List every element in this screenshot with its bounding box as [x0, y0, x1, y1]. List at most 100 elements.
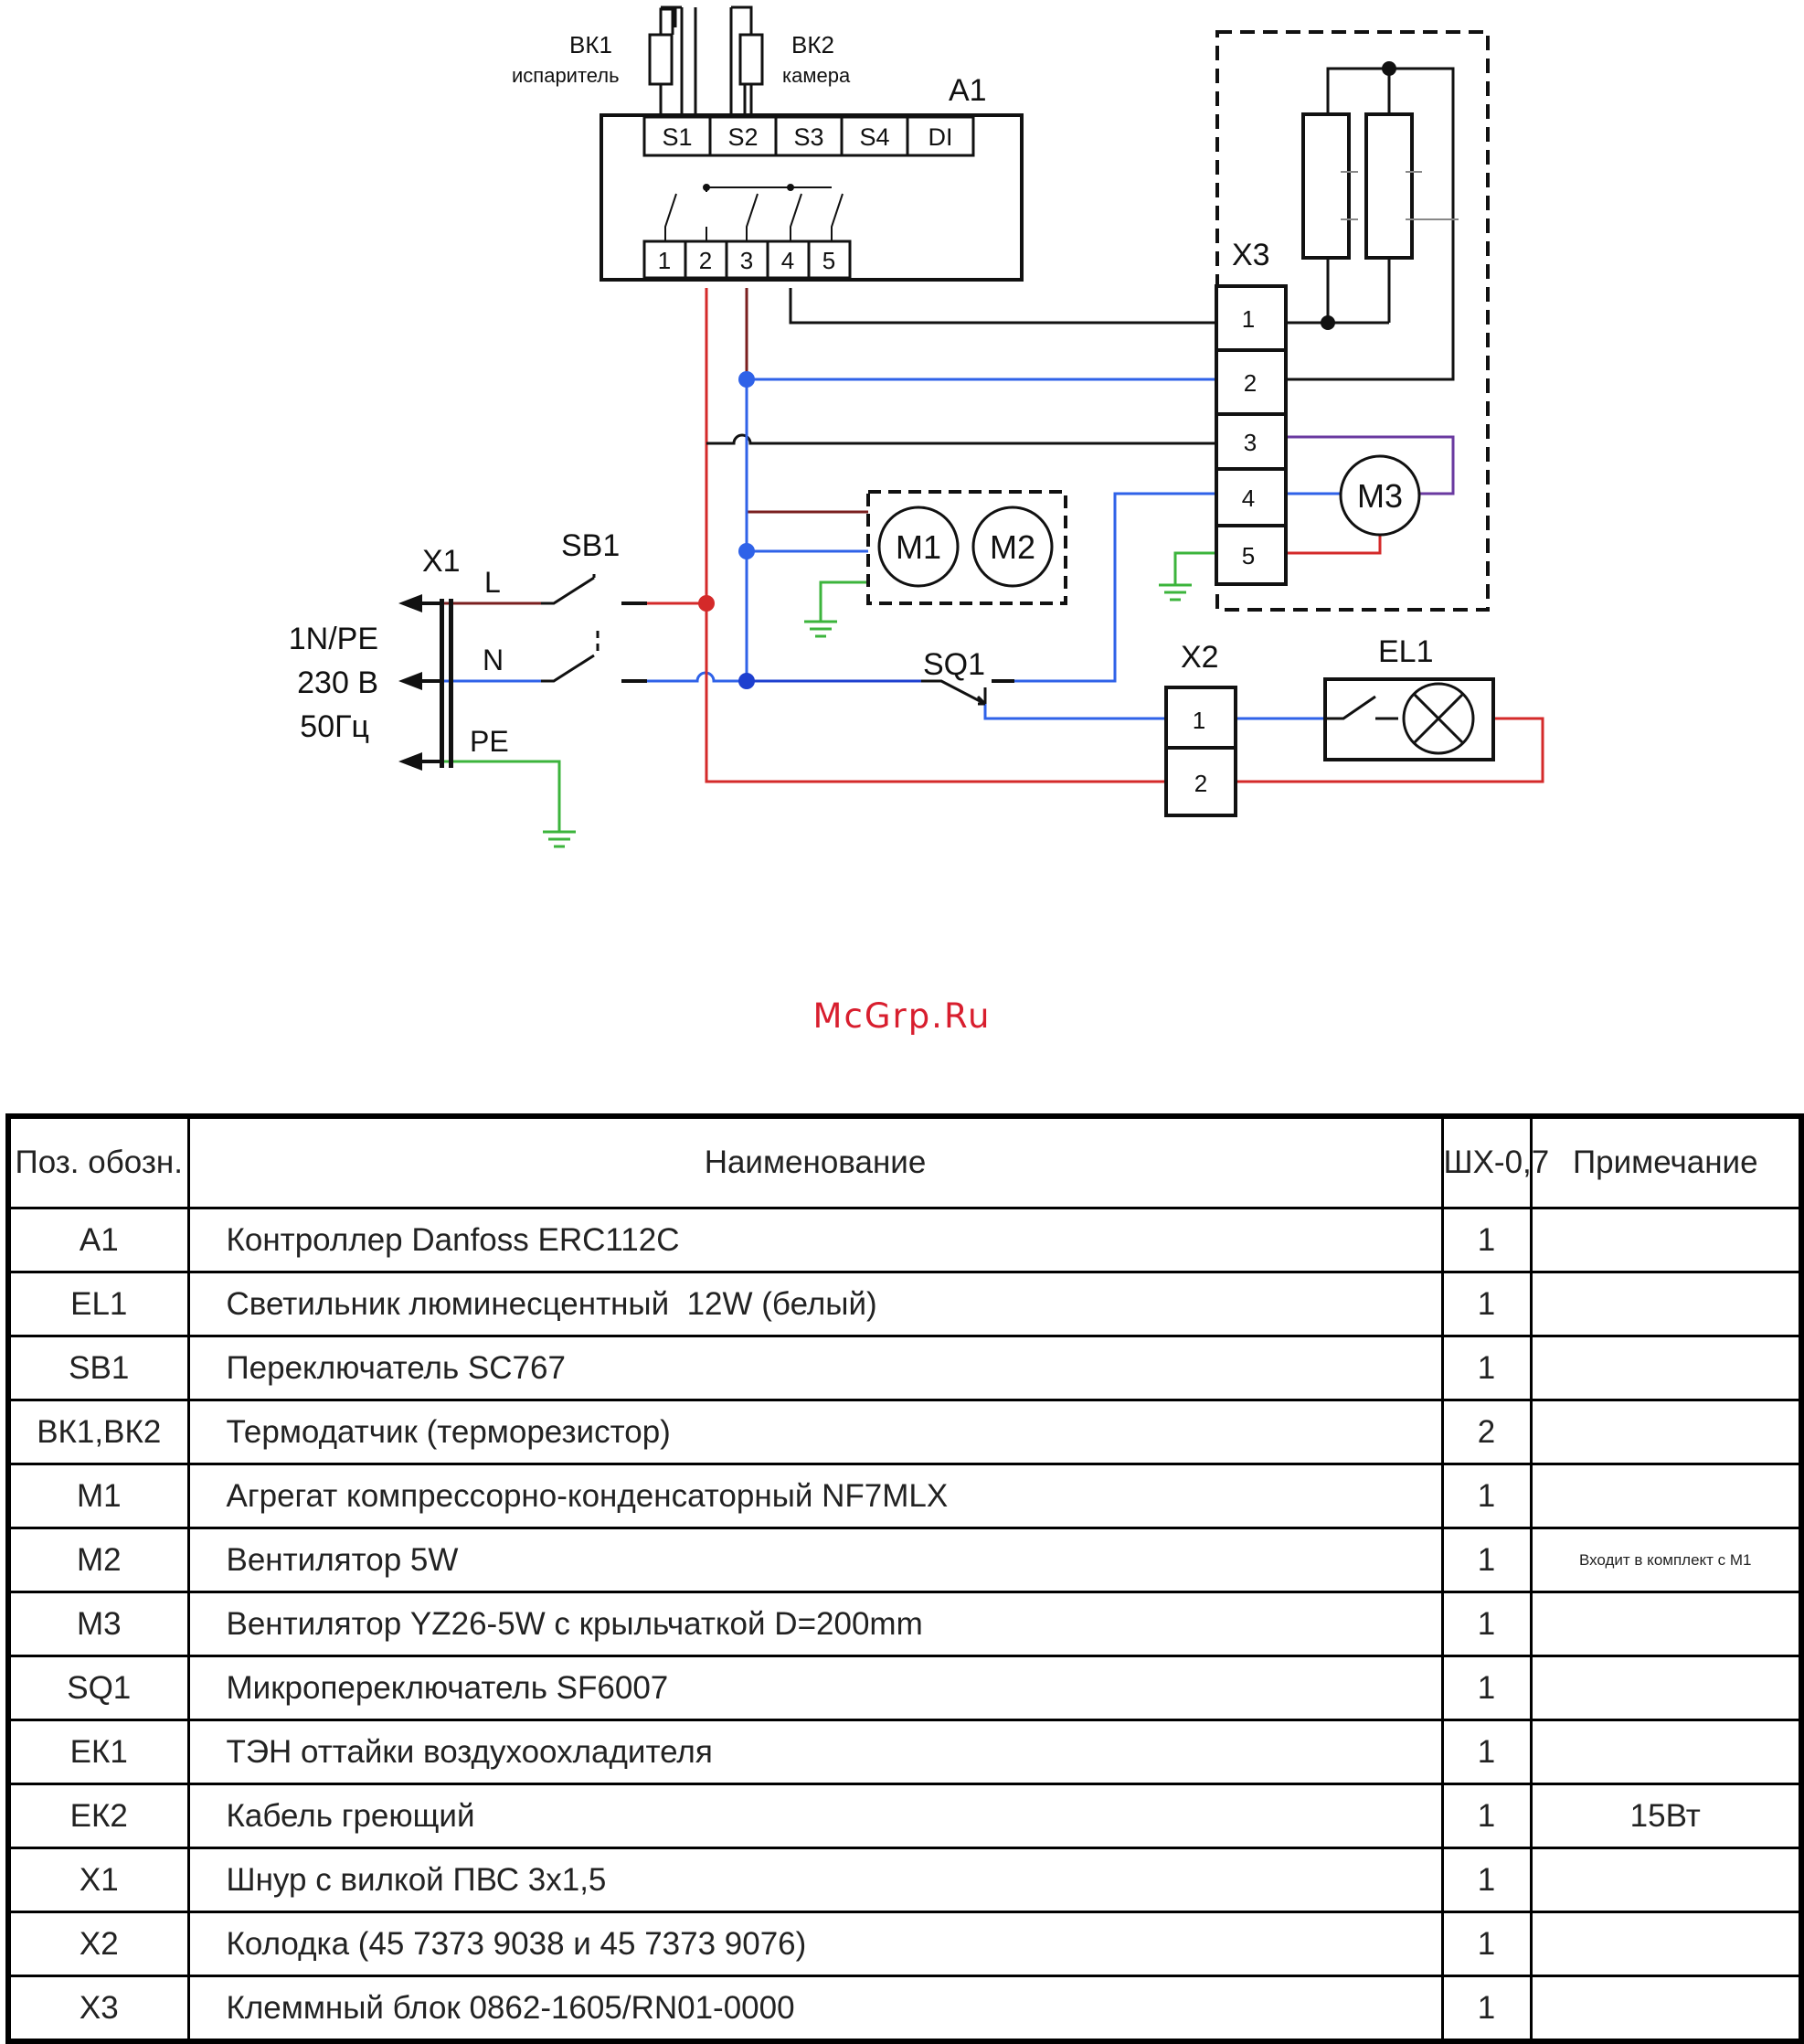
wire-a1-2-x3-3	[706, 433, 1216, 445]
x3-terminal-2: 2	[1244, 369, 1257, 397]
x3-terminal-5: 5	[1242, 542, 1255, 570]
cell-qty: 1	[1440, 1527, 1533, 1593]
cell-name: ТЭН оттайки воздухоохладителя	[186, 1719, 1444, 1785]
cell-name: Кабель греющий	[186, 1783, 1444, 1849]
header-position: Поз. обозн.	[6, 1114, 190, 1209]
label-pe: PE	[470, 725, 509, 758]
watermark: McGrp.Ru	[812, 996, 992, 1036]
cell-pos: ЕК2	[6, 1783, 190, 1849]
wire-sq1-x2-1	[983, 704, 1166, 720]
cell-pos: X1	[6, 1847, 190, 1913]
heater-marks	[1341, 171, 1459, 220]
heater-elements	[1301, 112, 1414, 260]
cell-pos: ЕК1	[6, 1719, 190, 1785]
earth-symbols	[543, 583, 1192, 848]
cell-name: Вентилятор 5W	[186, 1527, 1444, 1593]
cell-pos: X3	[6, 1975, 190, 2043]
label-l: L	[484, 566, 501, 599]
sb1-label: SB1	[561, 528, 620, 563]
cell-name: Агрегат компрессорно-конденсаторный NF7M…	[186, 1463, 1444, 1529]
wires	[443, 5, 1544, 832]
terminal-block-x3	[1215, 284, 1288, 586]
supply-line-3: 50Гц	[300, 709, 369, 744]
motor-m1-symbol	[877, 506, 960, 588]
a1-label: А1	[949, 73, 987, 108]
relay-terminal-3: 3	[740, 247, 753, 274]
junction-dots	[698, 61, 1396, 689]
cell-name: Микропереключатель SF6007	[186, 1655, 1444, 1721]
cell-qty: 1	[1440, 1975, 1533, 2043]
label-n: N	[483, 644, 504, 676]
cell-pos: SB1	[6, 1335, 190, 1401]
cell-note	[1529, 1591, 1803, 1657]
controller-a1: А1 S1 S2 S3 S4 DI	[600, 73, 1024, 282]
motor-box-m1-m2	[866, 490, 1067, 605]
cell-name: Шнур с вилкой ПВС 3x1,5	[186, 1847, 1444, 1913]
sensor-bk2	[729, 5, 764, 119]
header-note: Примечание	[1529, 1114, 1803, 1209]
wire-x3-5-m3	[1286, 535, 1382, 555]
bk2-desc: камера	[782, 64, 851, 87]
cell-name: Колодка (45 7373 9038 и 45 7373 9076)	[186, 1911, 1444, 1977]
wiring-diagram: ВК1 испаритель ВК2 камера А1 S1 S2 S3 S4…	[289, 5, 1544, 848]
bk1-label: ВК1	[569, 31, 612, 59]
motor-m2-symbol	[971, 506, 1054, 588]
header-name: Наименование	[186, 1114, 1444, 1209]
relay-terminal-block	[642, 240, 852, 280]
bk1-desc: испаритель	[512, 64, 620, 87]
plug-x1	[398, 594, 453, 771]
cell-note	[1529, 1719, 1803, 1785]
table-header-row: Поз. обозн. Наименование ШХ-0,7 Примечан…	[6, 1114, 1803, 1209]
supply-line-1: 1N/PE	[289, 622, 378, 656]
relay-terminal-1: 1	[658, 247, 671, 274]
el1-label: EL1	[1378, 634, 1434, 669]
m1-label: M1	[896, 528, 941, 566]
cell-note: Входит в комплект с М1	[1529, 1527, 1803, 1593]
terminal-s1: S1	[662, 123, 692, 151]
switch-sq1	[921, 679, 1014, 706]
bk2-label: ВК2	[791, 31, 834, 59]
supply-line-2: 230 В	[297, 665, 378, 700]
cell-name: Вентилятор YZ26-5W с крыльчаткой D=200mm	[186, 1591, 1444, 1657]
cell-qty: 1	[1440, 1783, 1533, 1849]
cell-note	[1529, 1975, 1803, 2043]
cell-note	[1529, 1399, 1803, 1465]
cell-note	[1529, 1655, 1803, 1721]
x3-terminal-1: 1	[1242, 305, 1255, 333]
header-qty: ШХ-0,7	[1440, 1114, 1549, 1209]
wire-x3-3-m3	[1286, 435, 1455, 495]
motor-m3-symbol	[1339, 454, 1421, 537]
cell-pos: А1	[6, 1207, 190, 1273]
x3-terminal-3: 3	[1244, 429, 1257, 456]
cell-note	[1529, 1463, 1803, 1529]
x3-terminal-4: 4	[1242, 484, 1255, 512]
wire-x3-2-heaters	[1286, 67, 1455, 381]
cell-name: Контроллер Danfoss ERC112C	[186, 1207, 1444, 1273]
cell-qty: 1	[1440, 1271, 1533, 1337]
sensor-bk1	[648, 5, 684, 119]
terminal-s4: S4	[859, 123, 889, 151]
wire-a1-4-x3-1	[789, 288, 1216, 325]
cell-pos: SQ1	[6, 1655, 190, 1721]
cell-qty: 1	[1440, 1847, 1533, 1913]
sensor-terminal-block	[642, 115, 975, 157]
cell-note	[1529, 1271, 1803, 1337]
relay-terminal-5: 5	[822, 247, 835, 274]
m3-label: M3	[1357, 477, 1403, 515]
x2-label: X2	[1181, 640, 1219, 675]
cell-note: 15Вт	[1529, 1783, 1803, 1849]
relay-terminal-4: 4	[781, 247, 794, 274]
relay-contacts	[664, 184, 844, 242]
wire-x3-5-earth	[1173, 551, 1216, 585]
wire-m1-earth	[819, 580, 868, 622]
terminal-di: DI	[929, 123, 953, 151]
